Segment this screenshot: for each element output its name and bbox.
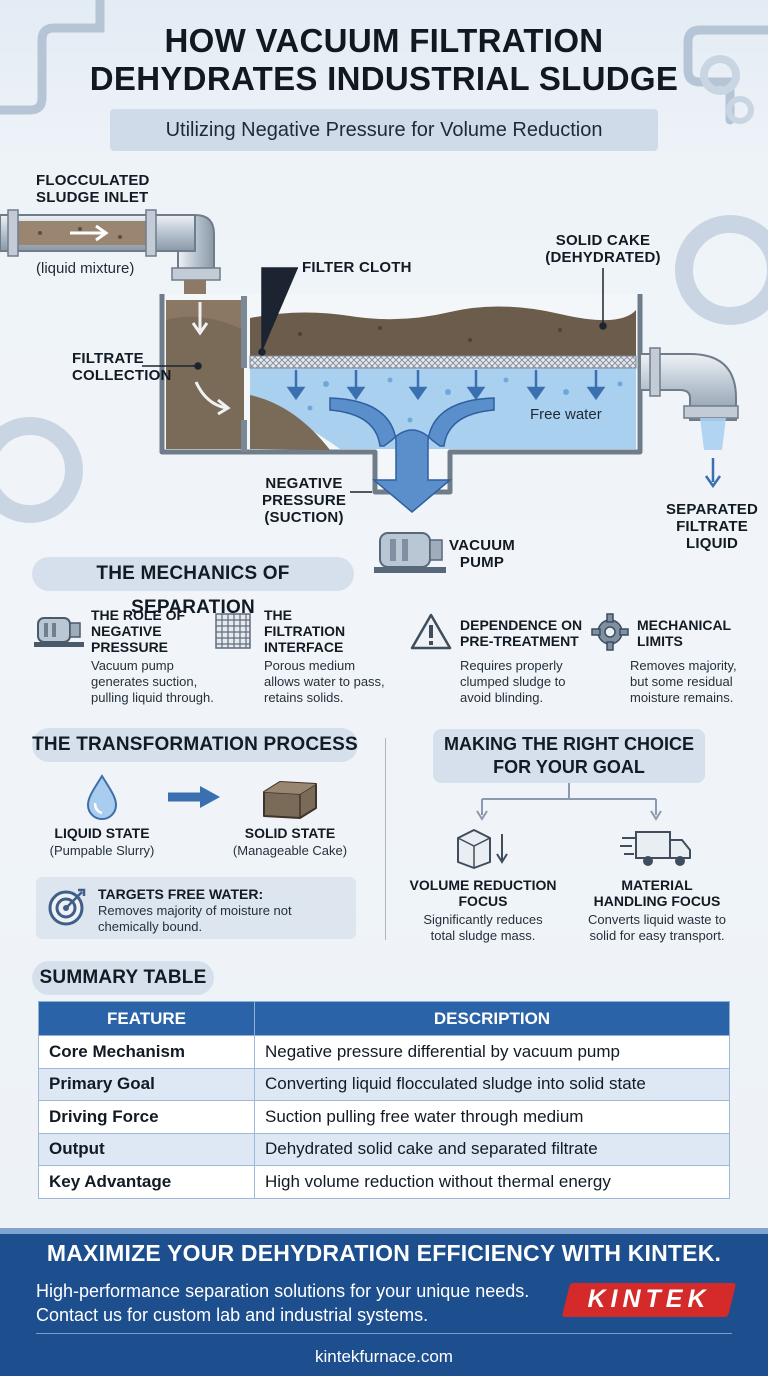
warning-icon xyxy=(410,613,452,650)
table-cell-feature: Key Advantage xyxy=(38,1165,255,1199)
table-row: Key Advantage High volume reduction with… xyxy=(38,1165,730,1199)
section-divider xyxy=(385,738,386,940)
kintek-logo-text: KINTEK xyxy=(587,1285,711,1313)
footer-website-link[interactable]: kintekfurnace.com xyxy=(315,1347,453,1366)
vacuum-pump-icon xyxy=(374,532,446,573)
footer-line-1: High-performance separation solutions fo… xyxy=(36,1281,530,1301)
mechanics-heading: THE MECHANICS OF SEPARATION xyxy=(32,557,354,618)
gear-icon xyxy=(591,613,629,651)
table-row: Core Mechanism Negative pressure differe… xyxy=(38,1035,730,1069)
inlet-note: (liquid mixture) xyxy=(36,260,135,277)
liquid-state-sub: (Pumpable Slurry) xyxy=(49,843,155,858)
page-title-line1: HOW VACUUM FILTRATION xyxy=(164,22,604,59)
table-cell-feature: Core Mechanism xyxy=(38,1035,255,1069)
transformation-heading: THE TRANSFORMATION PROCESS xyxy=(32,728,358,762)
choice-branch-lines xyxy=(476,783,662,821)
table-cell-description: Dehydrated solid cake and separated filt… xyxy=(254,1132,730,1166)
background-decoration xyxy=(0,0,768,523)
page-subtitle: Utilizing Negative Pressure for Volume R… xyxy=(165,119,603,141)
table-row: Primary Goal Converting liquid flocculat… xyxy=(38,1067,730,1101)
box-reduction-icon xyxy=(457,829,508,869)
water-drop-icon xyxy=(86,774,118,820)
truck-icon xyxy=(620,831,691,866)
table-cell-feature: Output xyxy=(38,1132,255,1166)
transform-arrow-icon xyxy=(168,786,220,808)
footer-divider xyxy=(36,1333,732,1334)
solid-state-sub: (Manageable Cake) xyxy=(232,843,348,858)
pump-icon xyxy=(34,617,84,647)
target-icon xyxy=(48,888,86,926)
subtitle-band xyxy=(110,109,658,151)
table-cell-description: High volume reduction without thermal en… xyxy=(254,1165,730,1199)
filter-cloth-mesh xyxy=(249,355,637,369)
table-row: Driving Force Suction pulling free water… xyxy=(38,1100,730,1134)
summary-heading: SUMMARY TABLE xyxy=(32,961,214,995)
target-box xyxy=(36,877,356,939)
vacuum-filtration-diagram xyxy=(0,209,739,573)
table-cell-feature: Driving Force xyxy=(38,1100,255,1134)
target-title: TARGETS FREE WATER: xyxy=(98,886,264,902)
table-header-description: DESCRIPTION xyxy=(254,1001,730,1036)
suction-arrow-icon xyxy=(329,397,495,513)
footer-title: MAXIMIZE YOUR DEHYDRATION EFFICIENCY WIT… xyxy=(46,1240,722,1266)
footer-line-2: Contact us for custom lab and industrial… xyxy=(36,1305,429,1325)
page-title-line2: DEHYDRATES INDUSTRIAL SLUDGE xyxy=(89,60,679,97)
table-header-row: FEATURE DESCRIPTION xyxy=(38,1001,730,1036)
table-row: Output Dehydrated solid cake and separat… xyxy=(38,1132,730,1166)
liquid-state-title: LIQUID STATE xyxy=(54,825,150,841)
summary-table: FEATURE DESCRIPTION Core Mechanism Negat… xyxy=(38,1001,730,1199)
filter-cloth-label: FILTER CLOTH xyxy=(302,259,412,276)
table-cell-feature: Primary Goal xyxy=(38,1067,255,1101)
solid-state-title: SOLID STATE xyxy=(244,825,336,841)
solid-cake-icon xyxy=(263,781,317,819)
table-cell-description: Negative pressure differential by vacuum… xyxy=(254,1035,730,1069)
table-cell-description: Suction pulling free water through mediu… xyxy=(254,1100,730,1134)
inlet-arrow-icon xyxy=(70,224,109,242)
choice-heading-box xyxy=(433,729,705,783)
table-header-feature: FEATURE xyxy=(38,1001,255,1036)
table-cell-description: Converting liquid flocculated sludge int… xyxy=(254,1067,730,1101)
free-water-label: Free water xyxy=(530,406,602,423)
mesh-icon xyxy=(215,613,251,649)
solid-cake-label: SOLID CAKE(DEHYDRATED) xyxy=(545,232,661,266)
gear-decoration-icon xyxy=(0,55,768,523)
